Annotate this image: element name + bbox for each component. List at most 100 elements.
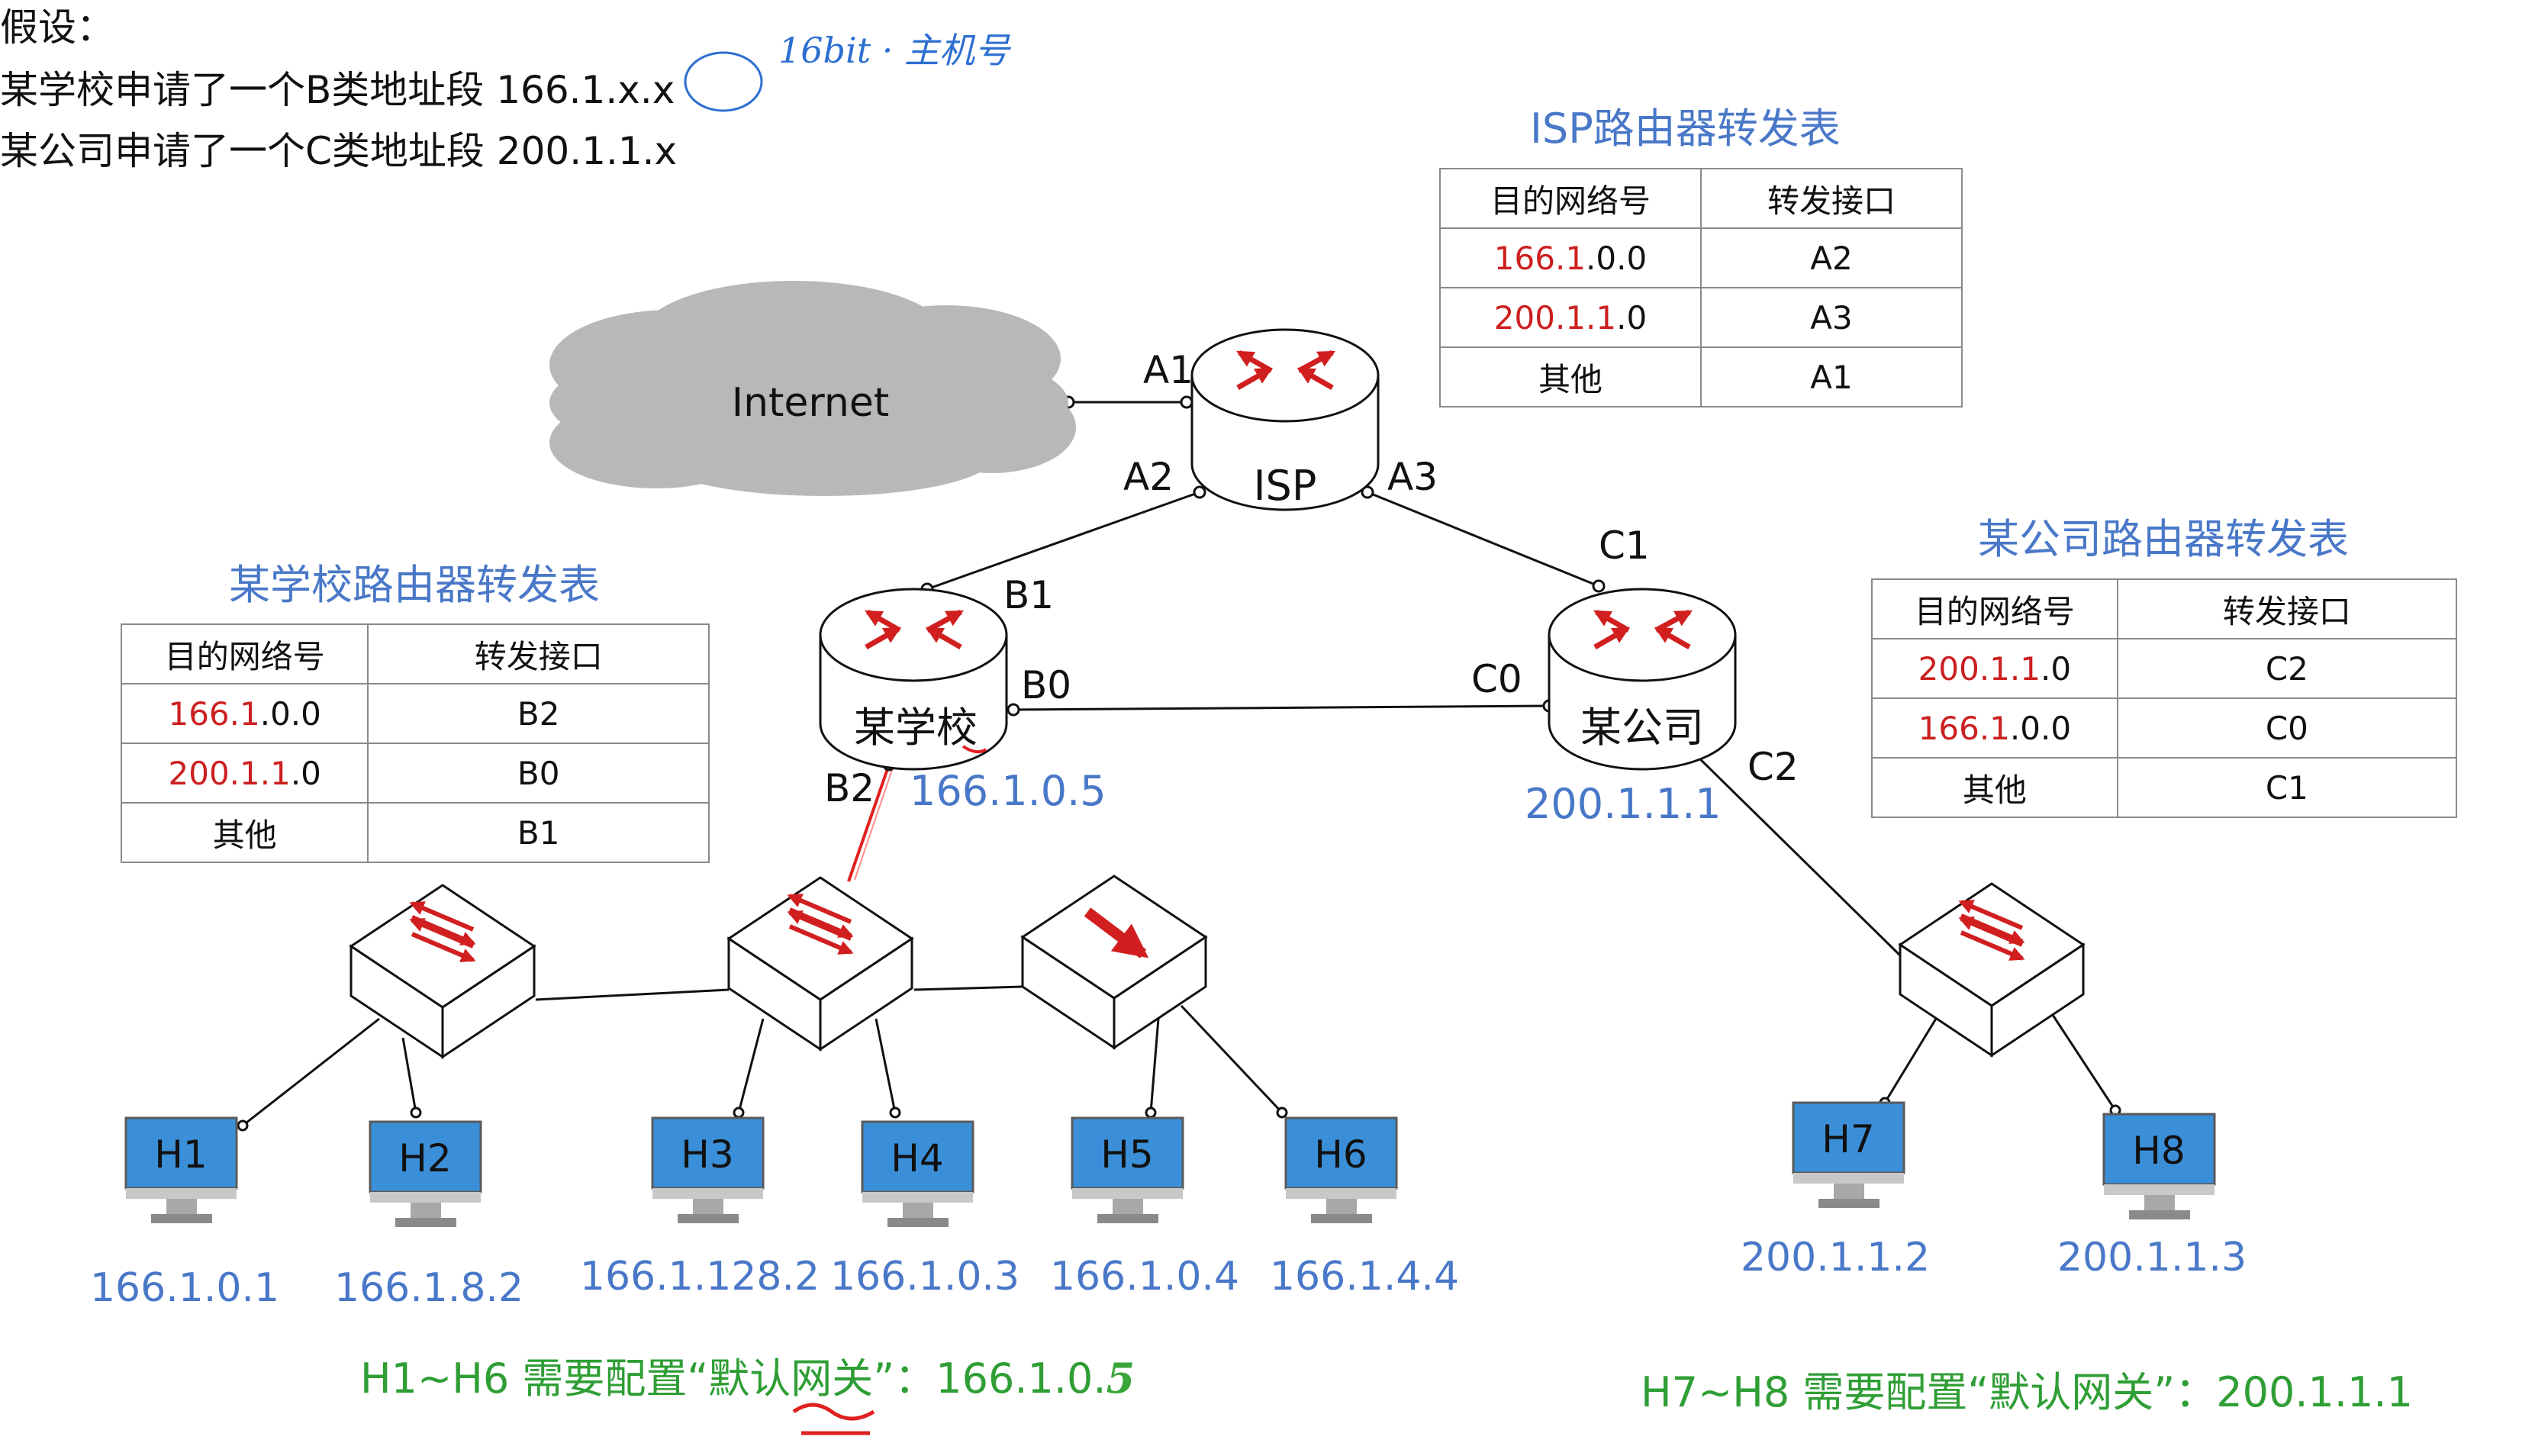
handwritten-underline-mark	[961, 745, 987, 754]
link-switch1-switch2	[535, 988, 730, 1001]
link-switch4-h8	[2051, 1014, 2117, 1111]
router-isp-label: ISP	[1254, 462, 1317, 510]
host-h5-ip: 166.1.0.4	[1050, 1254, 1239, 1300]
net-cell: 200.1.1.0	[1439, 287, 1702, 348]
router-school	[819, 588, 1008, 771]
table-row: 200.1.1.0 A3	[1439, 287, 1963, 348]
host-h6-ip: 166.1.4.4	[1270, 1254, 1459, 1300]
host-h3-ip: 166.1.128.2	[580, 1254, 820, 1300]
header-cell: 转发接口	[2116, 578, 2458, 639]
link-isp-company	[1367, 491, 1599, 588]
link-switch1-h1	[242, 1017, 380, 1127]
iface-cell: C1	[2116, 757, 2458, 818]
host-h1-label: H1	[154, 1132, 207, 1177]
isp-forwarding-table: 目的网络号 转发接口 166.1.0.0 A2 200.1.1.0 A3 其他 …	[1439, 168, 1963, 407]
table-row: 其他 B1	[120, 802, 710, 863]
net-prefix: 200.1.1	[168, 754, 291, 792]
switch-1	[349, 884, 536, 1059]
router-company-label: 某公司	[1580, 704, 1704, 752]
router-school-label: 某学校	[854, 704, 978, 752]
net-suffix: 其他	[212, 816, 277, 854]
net-cell: 166.1.0.0	[1871, 697, 2118, 759]
iface-a2-label: A2	[1123, 455, 1174, 499]
iface-cell: B1	[367, 802, 710, 863]
host-h2-ip: 166.1.8.2	[334, 1265, 523, 1311]
isp-table-title: ISP路由器转发表	[1530, 105, 1841, 153]
net-suffix: .0.0	[259, 694, 321, 733]
iface-cell: C0	[2116, 697, 2458, 759]
host-h6-label: H6	[1314, 1132, 1367, 1177]
switch-3	[1020, 875, 1208, 1050]
school-forwarding-table: 目的网络号 转发接口 166.1.0.0 B2 200.1.1.0 B0 其他 …	[120, 623, 710, 863]
iface-cell: C2	[2116, 638, 2458, 699]
header-cell: 转发接口	[1700, 168, 1963, 229]
table-header-row: 目的网络号 转发接口	[120, 623, 710, 685]
iface-b0-label: B0	[1021, 663, 1071, 707]
net-suffix: 其他	[1538, 360, 1602, 398]
table-row: 166.1.0.0 C0	[1871, 697, 2458, 759]
router-company	[1548, 588, 1737, 771]
iface-cell: B2	[367, 683, 710, 744]
host-h2-label: H2	[398, 1136, 451, 1181]
link-switch2-switch3	[913, 985, 1023, 991]
company-forwarding-table: 目的网络号 转发接口 200.1.1.0 C2 166.1.0.0 C0 其他 …	[1871, 578, 2458, 818]
host-h5-label: H5	[1100, 1132, 1153, 1177]
net-prefix: 166.1	[1493, 239, 1586, 277]
host-h8	[2102, 1113, 2216, 1219]
host-h4	[861, 1120, 974, 1227]
gateway-company-ip: 200.1.1.1	[1525, 780, 1722, 828]
host-h7-label: H7	[1822, 1117, 1874, 1161]
host-h7	[1792, 1101, 1905, 1208]
link-switch3-h6	[1180, 1004, 1284, 1114]
iface-a3-label: A3	[1387, 455, 1438, 499]
host-h3-label: H3	[681, 1132, 733, 1177]
net-suffix: .0.0	[2009, 709, 2072, 747]
link-school-switch2-highlight	[847, 764, 891, 882]
header-cell: 转发接口	[367, 623, 710, 685]
link-company-switch	[1691, 750, 1902, 957]
link-switch2-h4	[875, 1018, 897, 1113]
router-isp	[1190, 328, 1380, 511]
table-row: 166.1.0.0 A2	[1439, 227, 1963, 288]
header-cell: 目的网络号	[120, 623, 369, 685]
intro-line-company: 某公司申请了一个C类地址段 200.1.1.x	[0, 129, 678, 173]
gateway-school-ip: 166.1.0.5	[910, 767, 1106, 815]
iface-cell: B0	[367, 742, 710, 804]
company-gateway-note: H7~H8 需要配置“默认网关”：200.1.1.1	[1641, 1368, 2413, 1416]
host-h8-ip: 200.1.1.3	[2057, 1235, 2247, 1280]
net-cell: 其他	[1871, 757, 2118, 818]
company-table-title: 某公司路由器转发表	[1978, 515, 2349, 563]
net-cell: 其他	[120, 802, 369, 863]
net-suffix: 其他	[1962, 771, 2027, 809]
net-cell: 200.1.1.0	[1871, 638, 2118, 699]
host-h1	[124, 1116, 238, 1223]
school-gateway-text: H1~H6 需要配置“默认网关”：166.1.0.	[360, 1355, 1106, 1403]
iface-cell: A3	[1700, 287, 1963, 348]
net-cell: 200.1.1.0	[120, 742, 369, 804]
net-suffix: .0.0	[1586, 239, 1648, 277]
table-row: 其他 A1	[1439, 346, 1963, 407]
handwritten-circle	[684, 51, 763, 112]
host-h6	[1284, 1116, 1398, 1223]
link-switch3-h5	[1149, 1018, 1160, 1113]
host-h2	[369, 1120, 482, 1227]
link-switch2-h3	[737, 1018, 765, 1113]
net-prefix: 166.1	[168, 694, 260, 733]
hosts	[124, 1101, 2216, 1227]
internet-label: Internet	[732, 380, 889, 426]
link-school-company	[1013, 704, 1550, 711]
connection-lines	[242, 401, 2117, 1127]
iface-b2-label: B2	[824, 766, 875, 810]
net-cell: 166.1.0.0	[1439, 227, 1702, 288]
host-h7-ip: 200.1.1.2	[1741, 1235, 1930, 1280]
net-cell: 其他	[1439, 346, 1702, 407]
net-prefix: 200.1.1	[1493, 298, 1617, 337]
table-row: 其他 C1	[1871, 757, 2458, 818]
iface-cell: A1	[1700, 346, 1963, 407]
handwritten-scribble	[792, 1403, 875, 1435]
internet-cloud	[549, 281, 1076, 496]
table-row: 200.1.1.0 C2	[1871, 638, 2458, 699]
table-row: 166.1.0.0 B2	[120, 683, 710, 744]
